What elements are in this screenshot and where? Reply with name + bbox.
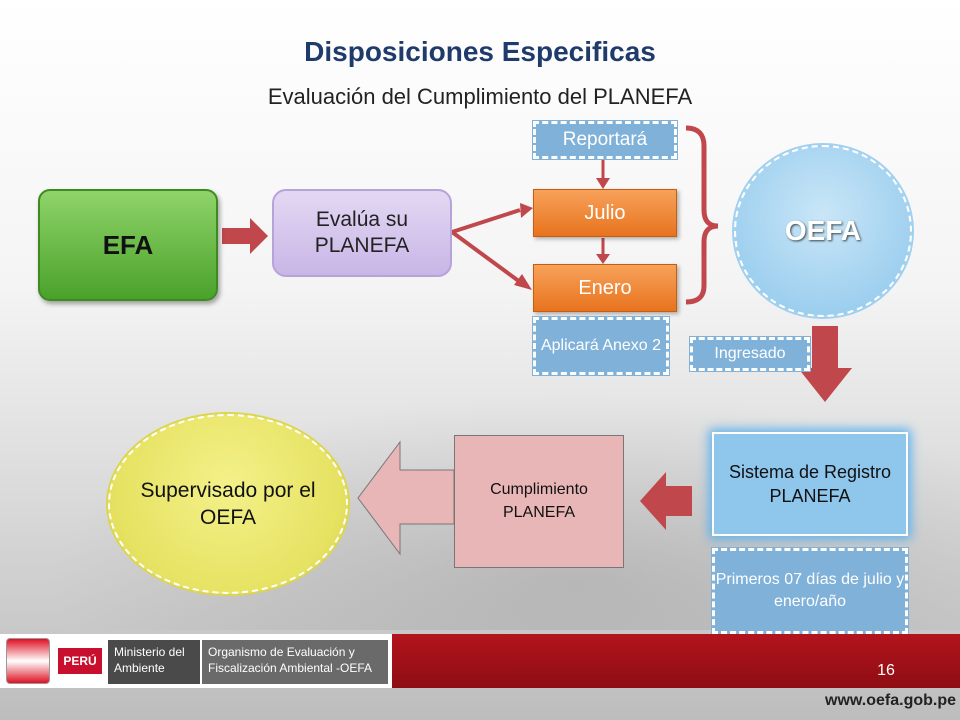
slide-subtitle: Evaluación del Cumplimiento del PLANEFA [267,84,693,109]
peru-label: PERÚ [58,648,102,674]
organismo-label: Organismo de Evaluación y Fiscalización … [202,640,388,684]
cumplimiento-box: Cumplimiento PLANEFA [454,435,624,568]
arrow-sistema-to-cumplimiento [640,472,692,530]
ingresado-label: Ingresado [689,336,811,372]
sistema-registro-box: Sistema de Registro PLANEFA [712,432,908,536]
evalua-planefa-box: Evalúa su PLANEFA [272,189,452,277]
primeros-dias-label: Primeros 07 días de julio y enero/año [711,547,909,635]
reportara-label: Reportará [532,120,678,160]
peru-coat-of-arms-icon [6,638,50,684]
arrow-efa-to-evalua [222,218,268,254]
arrowhead-julio [520,203,533,218]
enero-box: Enero [533,264,677,312]
supervisado-circle: Supervisado por el OEFA [108,414,348,594]
arrowhead-enero [514,274,532,290]
bracket [685,125,719,305]
oefa-circle: OEFA [734,145,912,317]
julio-box: Julio [533,189,677,237]
ministerio-label: Ministerio del Ambiente [108,640,200,684]
slide-title: Disposiciones Especificas [304,36,656,67]
arrow-cumplimiento-to-supervisado [357,440,455,556]
arrow-to-julio [451,208,521,234]
website-url: www.oefa.gob.pe [825,692,956,709]
footer-red-band [392,634,960,688]
aplicara-anexo-label: Aplicará Anexo 2 [532,316,670,376]
efa-box: EFA [38,189,218,301]
arrow-oefa-to-sistema [798,326,852,402]
page-number: 16 [877,662,895,679]
arrow-to-enero [450,230,522,284]
